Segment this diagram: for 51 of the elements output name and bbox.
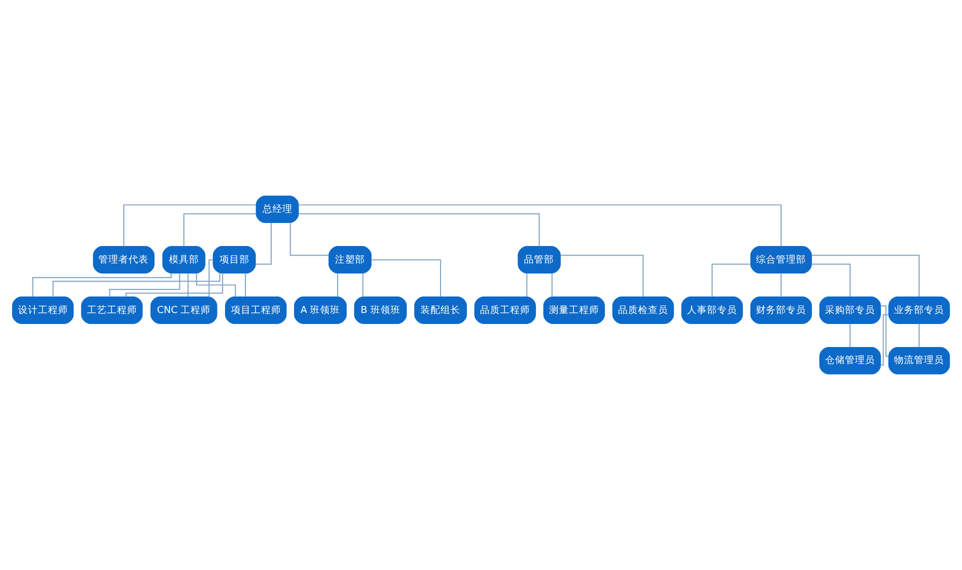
connector (712, 264, 751, 297)
connector (812, 264, 851, 297)
connector (551, 273, 553, 297)
connector (183, 213, 256, 246)
connector (371, 259, 442, 297)
connector (256, 222, 272, 265)
node-box: 物流管理员 (888, 346, 950, 374)
node-box: 品质工程师 (474, 296, 536, 324)
node-box: CNC 工程师 (150, 296, 218, 324)
connector (298, 213, 540, 246)
node-box: 人事部专员 (681, 296, 743, 324)
node-box: 测量工程师 (543, 296, 605, 324)
connector (918, 324, 920, 348)
node-box: 项目部 (212, 246, 256, 274)
node-box: 品质检查员 (612, 296, 674, 324)
connector (298, 204, 782, 246)
node-box: 业务部专员 (888, 296, 950, 324)
node-box: A 班领班 (294, 296, 347, 324)
node-box: 模具部 (162, 246, 206, 274)
node-box: 综合管理部 (750, 246, 812, 274)
connector (125, 273, 224, 297)
connector (196, 273, 236, 297)
connector (52, 273, 220, 297)
node-box: 仓储管理员 (819, 346, 881, 374)
node-box: 项目工程师 (225, 296, 287, 324)
connector (337, 273, 338, 297)
node-box: 设计工程师 (12, 296, 74, 324)
connector (526, 273, 528, 297)
connector (109, 273, 180, 297)
connector (850, 324, 851, 348)
connector (123, 204, 256, 246)
connector (290, 222, 329, 256)
connector (560, 254, 644, 297)
connector (244, 273, 246, 297)
connector (880, 305, 889, 357)
connector (880, 314, 889, 366)
node-box: 财务部专员 (750, 296, 812, 324)
connector (780, 273, 782, 297)
node-box: 工艺工程师 (81, 296, 143, 324)
node-box: 注塑部 (328, 246, 372, 274)
node-box: 管理者代表 (92, 246, 155, 274)
node-box: 总经理 (256, 196, 299, 224)
node-box: 采购部专员 (819, 296, 881, 324)
connector (188, 273, 189, 297)
node-box: 装配组长 (414, 296, 467, 324)
connector (32, 273, 172, 297)
node-box: 品管部 (518, 246, 561, 274)
node-box: B 班领班 (354, 296, 407, 324)
connector (362, 273, 364, 297)
connector (208, 259, 214, 297)
connector (812, 254, 920, 297)
